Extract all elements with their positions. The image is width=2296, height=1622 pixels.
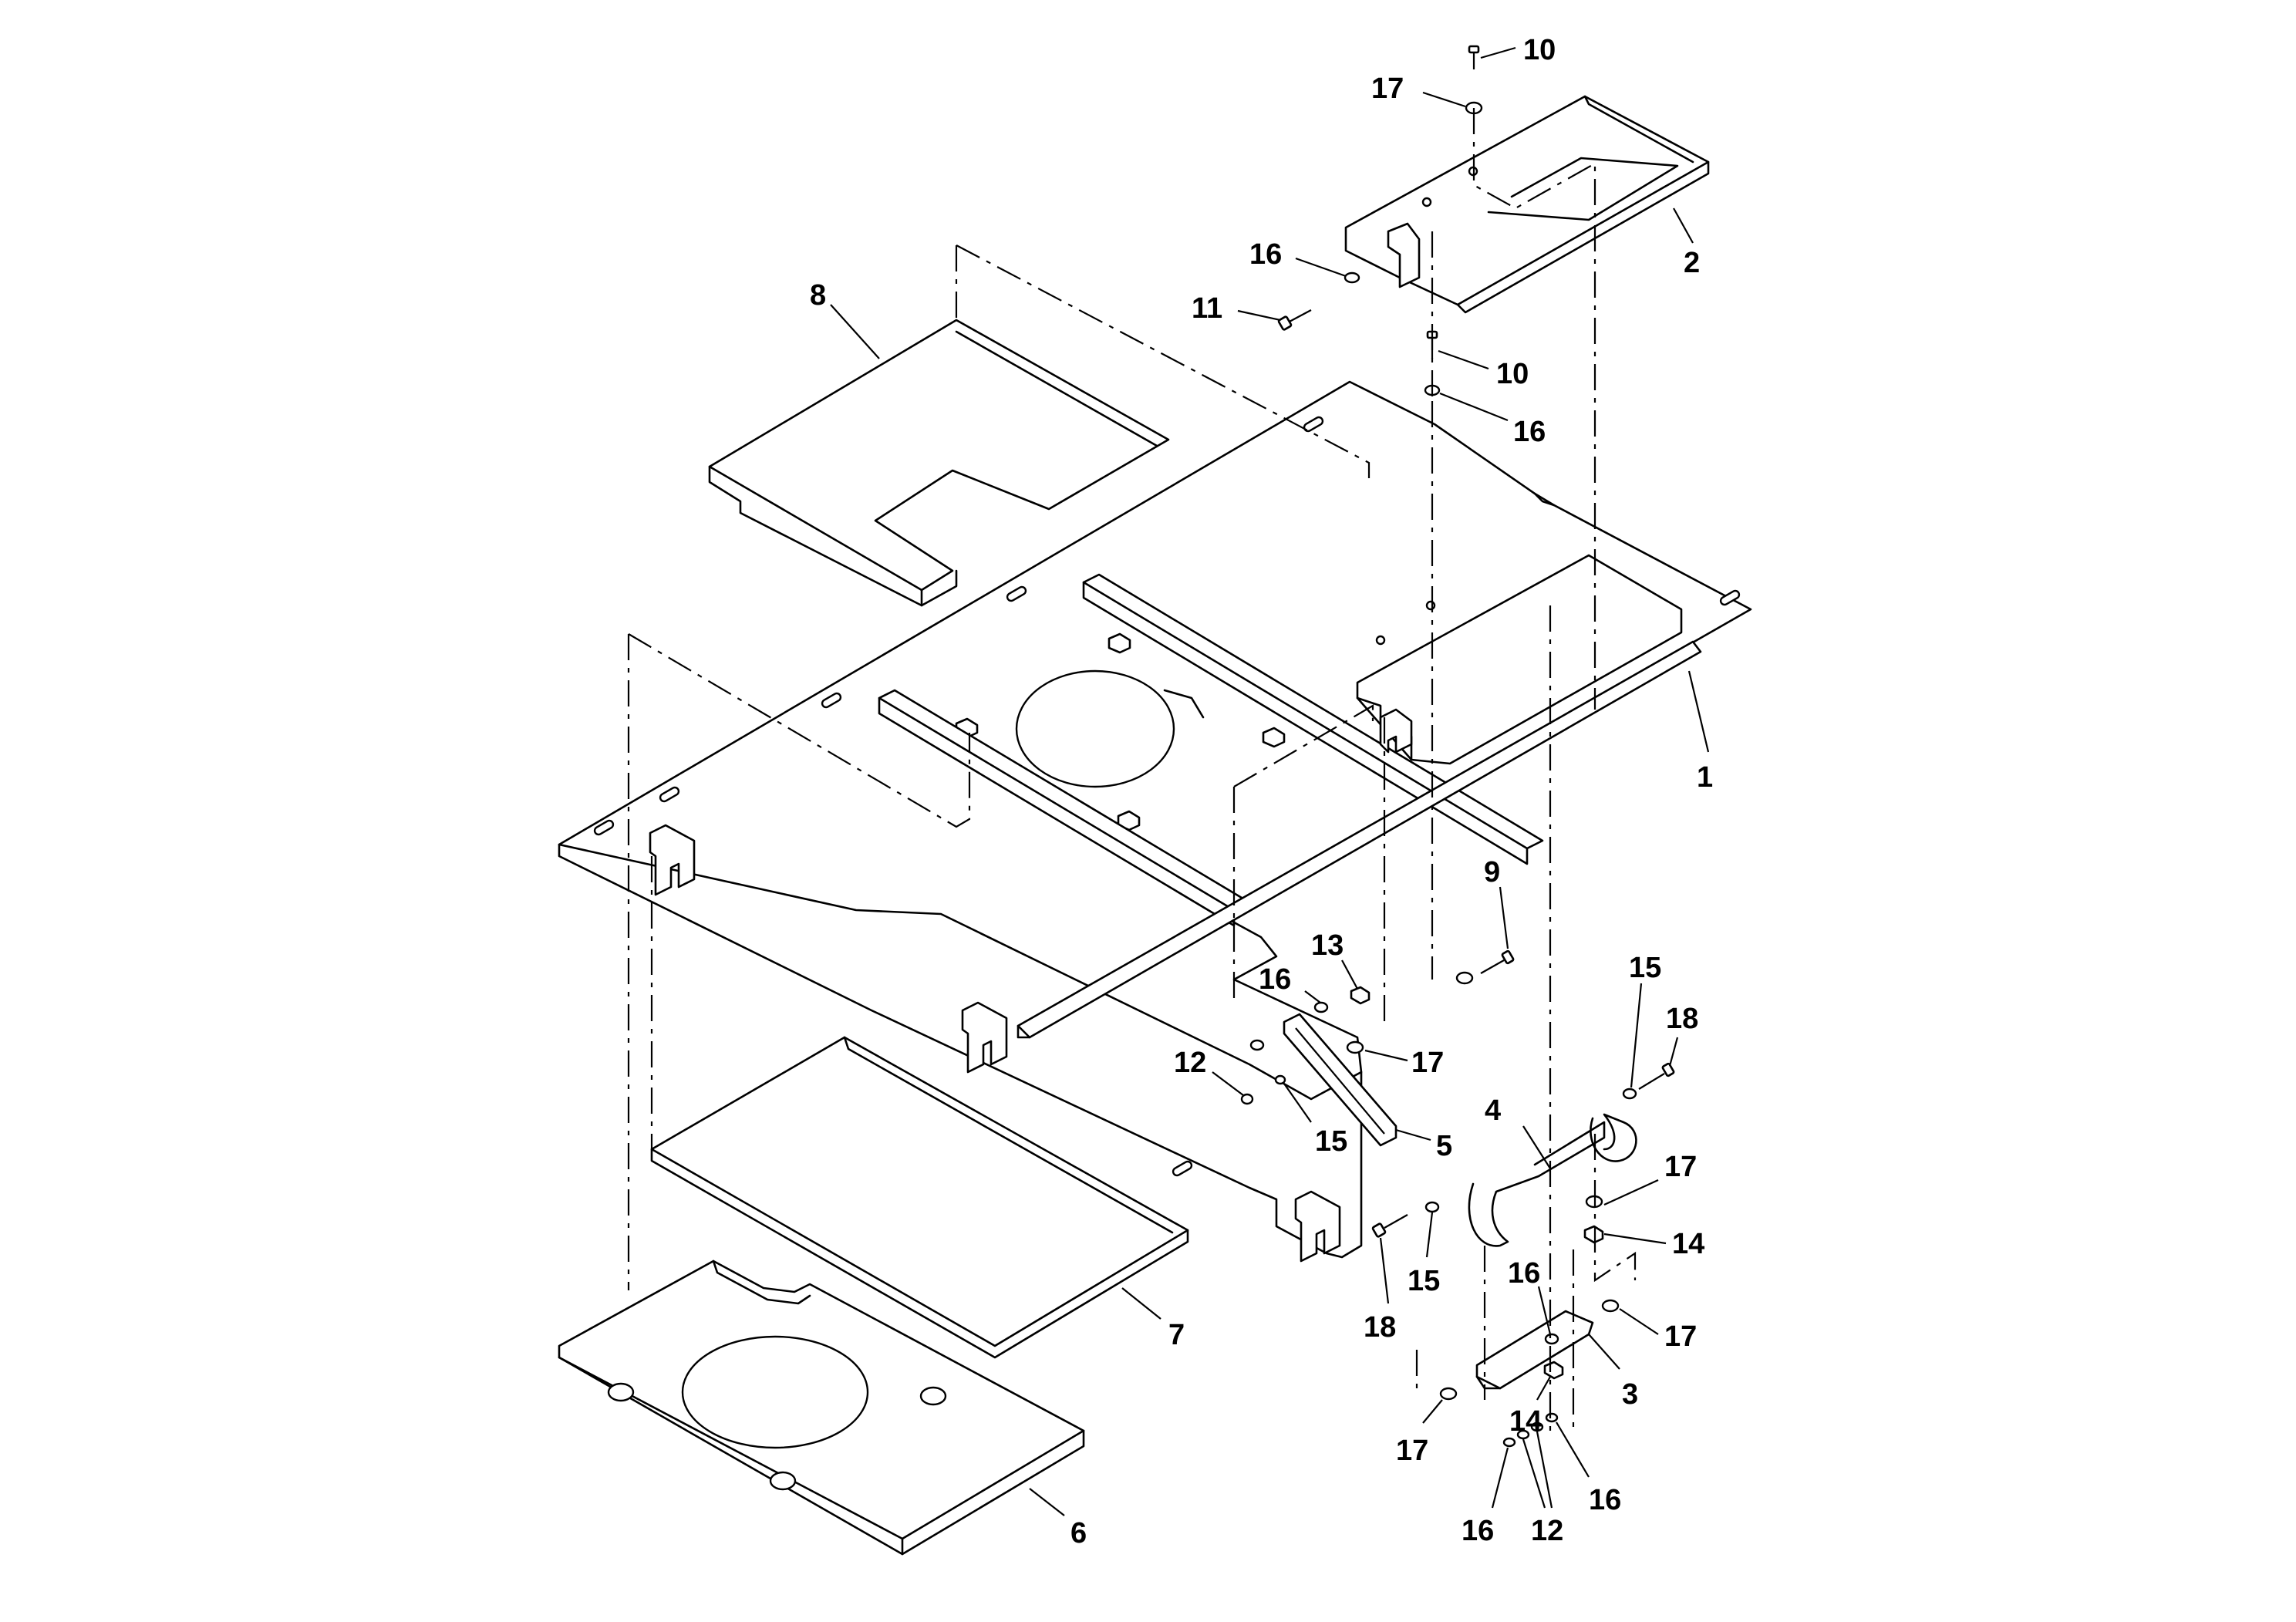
- washer-15-left: [1424, 1201, 1440, 1213]
- part-5-strap: [1283, 1013, 1397, 1147]
- callout-2: 2: [1684, 247, 1700, 279]
- part-6-bottom-plate: [558, 1259, 1085, 1556]
- alignment-lines: [627, 108, 1637, 1435]
- callout-12: 12: [1174, 1047, 1206, 1079]
- nut-12-bottom2: [1530, 1421, 1544, 1432]
- washer-16-left2: [1249, 1039, 1265, 1051]
- fastener-group: [1240, 45, 1675, 1448]
- callout-10-top: 10: [1523, 34, 1556, 66]
- callout-17-lower-left: 17: [1396, 1435, 1428, 1467]
- callout-13: 13: [1311, 929, 1344, 962]
- callout-17-strap: 17: [1411, 1047, 1444, 1079]
- callout-15-right: 15: [1629, 952, 1661, 984]
- callout-17-lower: 17: [1664, 1320, 1697, 1353]
- part-4-bracket: [1468, 1113, 1637, 1247]
- screw-10-top: [1468, 45, 1480, 69]
- callout-16-lower: 16: [1508, 1257, 1540, 1290]
- plate-nuts: [955, 632, 1286, 831]
- callout-16-c: 16: [1259, 963, 1291, 996]
- washer-16-top: [1344, 271, 1360, 284]
- screw-18-right: [1638, 1062, 1675, 1090]
- washer-15-right: [1622, 1088, 1637, 1100]
- callout-6: 6: [1070, 1517, 1087, 1549]
- callout-15-mid: 15: [1315, 1125, 1347, 1158]
- washer-17-lower: [1601, 1299, 1620, 1313]
- callout-15-left: 15: [1408, 1265, 1440, 1297]
- callout-5: 5: [1436, 1130, 1452, 1162]
- washer-17-strap: [1346, 1040, 1364, 1054]
- base-plate-opening: [1015, 669, 1205, 788]
- nut-14-lower: [1543, 1361, 1564, 1380]
- plate-bracket-tabs: [649, 708, 1413, 1263]
- callout-17-top: 17: [1371, 73, 1404, 105]
- callout-8: 8: [810, 279, 826, 312]
- callout-labels: 10 17 2 16 11 8 10 16 1 9 13 16 15 18 12…: [810, 34, 1713, 1549]
- callout-4: 4: [1485, 1094, 1501, 1127]
- part-2-cover: [1344, 95, 1710, 314]
- screw-11: [1277, 309, 1312, 331]
- callout-16-bottom-left: 16: [1462, 1515, 1494, 1547]
- callout-16-mid: 16: [1513, 416, 1546, 448]
- washer-16-left: [1313, 1001, 1329, 1013]
- washer-15: [1274, 1074, 1286, 1085]
- part-3-bracket: [1475, 1310, 1594, 1390]
- callout-16-bottom-right: 16: [1589, 1484, 1621, 1516]
- part-rails: [878, 573, 1702, 1039]
- screw-9: [1480, 949, 1515, 974]
- washer-17-lower-left: [1439, 1387, 1458, 1401]
- nut-13: [1350, 986, 1371, 1005]
- callout-9: 9: [1484, 856, 1500, 889]
- washer-16-lower: [1544, 1333, 1559, 1345]
- callout-12-bottom: 12: [1531, 1515, 1563, 1547]
- callout-10-mid: 10: [1496, 358, 1529, 390]
- callout-14-right: 14: [1672, 1228, 1704, 1260]
- washer-17-mid: [1455, 971, 1474, 985]
- washer-16-bottom2: [1545, 1412, 1559, 1423]
- washer-16-bottom: [1502, 1437, 1516, 1448]
- callout-17-right: 17: [1664, 1151, 1697, 1183]
- nut-12: [1240, 1093, 1254, 1105]
- callout-7: 7: [1168, 1319, 1185, 1351]
- callout-3: 3: [1622, 1378, 1638, 1411]
- part-8-pad: [708, 319, 1170, 607]
- callout-11: 11: [1192, 292, 1222, 325]
- part-7-pad: [650, 1036, 1189, 1359]
- screw-18-left: [1371, 1214, 1408, 1238]
- nut-14-right: [1583, 1225, 1604, 1244]
- callout-18-right: 18: [1666, 1003, 1698, 1035]
- callout-18-left: 18: [1364, 1311, 1396, 1344]
- callout-1: 1: [1697, 761, 1713, 794]
- callout-16-top: 16: [1249, 238, 1282, 271]
- nut-12-bottom: [1516, 1429, 1530, 1440]
